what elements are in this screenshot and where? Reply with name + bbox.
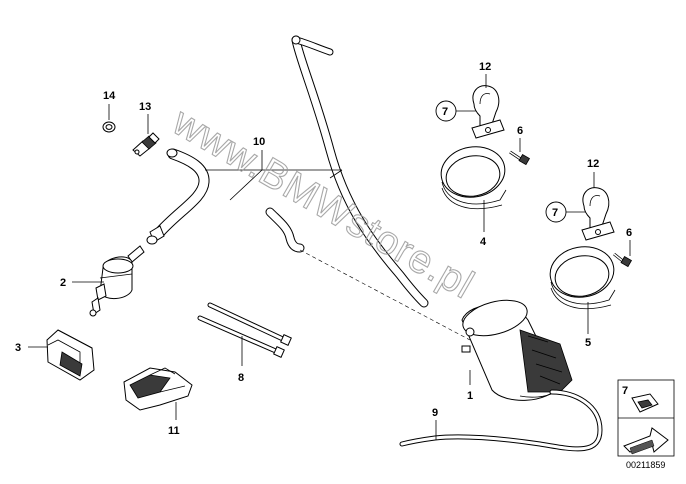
- part-12-strap-clip-lower: [581, 187, 615, 241]
- part-4-ring-clamp: [440, 146, 507, 209]
- part-13-hose-fitting: [132, 132, 160, 157]
- clip-nut-icon: [631, 393, 659, 413]
- part-10-vent-hose-short: [146, 148, 210, 245]
- part-1-canister: [461, 299, 573, 401]
- callout-7-lower-circle: [545, 201, 567, 223]
- callout-6-upper: 6: [517, 125, 523, 137]
- callout-7-lower: 7: [552, 207, 558, 219]
- part-6-screw-upper: [509, 150, 531, 166]
- callout-6-lower: 6: [626, 227, 632, 239]
- callout-12-lower: 12: [587, 158, 599, 170]
- part-14-seal-ring: [102, 121, 116, 133]
- callout-3: 3: [15, 342, 21, 354]
- callout-2: 2: [60, 277, 66, 289]
- callout-1: 1: [467, 390, 473, 402]
- part-3-holder: [46, 329, 95, 381]
- part-5-ring-clamp: [549, 246, 616, 309]
- callout-10: 10: [253, 136, 265, 148]
- callout-7-upper: 7: [442, 106, 448, 118]
- part-9-drain-hose: [399, 389, 603, 452]
- part-10-vent-hose-bend: [265, 207, 305, 253]
- legend-callout-7: 7: [622, 385, 628, 397]
- part-8-cable-ties: [197, 302, 292, 358]
- callout-5: 5: [585, 337, 591, 349]
- part-10-vent-hose-long: [291, 35, 429, 308]
- legend-box: 7: [617, 379, 675, 457]
- diagram-id: 00211859: [626, 460, 665, 470]
- leader-lines: [28, 74, 631, 440]
- part-12-strap-clip-upper: [471, 85, 505, 139]
- part-6-screw-lower: [613, 252, 633, 268]
- callout-13: 13: [139, 101, 151, 113]
- callout-14: 14: [103, 90, 116, 102]
- arrow-icon: [623, 427, 669, 455]
- callout-7-upper-circle: [435, 100, 457, 122]
- callouts: 14 13 10 2 3 11 8 1 9 4 5 12 12 6 6 7 7: [15, 61, 632, 437]
- callout-11: 11: [168, 425, 180, 437]
- part-2-valve: [89, 245, 145, 317]
- part-11-bracket: [123, 367, 193, 411]
- callout-12-upper: 12: [479, 61, 491, 73]
- callout-8: 8: [238, 372, 244, 384]
- callout-9: 9: [432, 407, 438, 419]
- callout-4: 4: [480, 236, 487, 248]
